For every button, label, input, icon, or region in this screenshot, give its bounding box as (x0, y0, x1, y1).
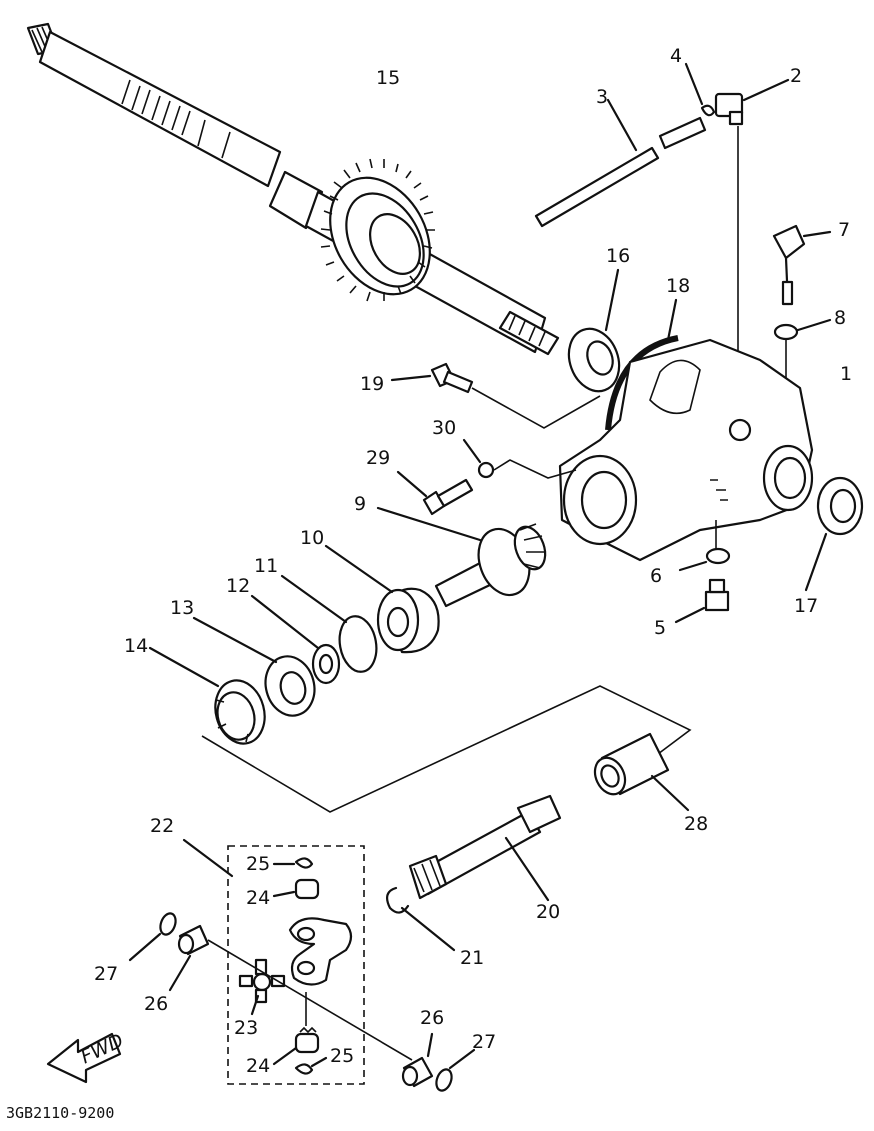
callout-23: 23 (234, 1017, 258, 1039)
part-28-coupling (593, 732, 690, 812)
part-20-drive-shaft (408, 794, 562, 902)
part-29-bolt (396, 470, 474, 516)
callout-12: 12 (226, 575, 250, 597)
callout-18: 18 (666, 275, 690, 297)
callout-20: 20 (536, 901, 560, 923)
part-4-clip (684, 62, 716, 117)
callout-labels: 15 3 4 2 7 16 18 8 1 19 30 29 9 10 11 12… (94, 45, 852, 1077)
callout-22: 22 (150, 815, 174, 837)
callout-21: 21 (460, 947, 484, 969)
callout-19: 19 (360, 373, 384, 395)
callout-leaders (250, 862, 328, 1068)
part-15-drive-shaft (26, 22, 560, 356)
part-17-oil-seal (804, 476, 864, 592)
callout-10: 10 (300, 527, 324, 549)
part-12-bearing (250, 594, 341, 685)
part-22-universal-joint-kit (182, 838, 365, 1085)
part-27-circlip-right (435, 1048, 476, 1092)
callout-24a: 24 (246, 887, 270, 909)
part-13-bearing (192, 616, 316, 717)
callout-29: 29 (366, 447, 390, 469)
part-9-pinion-gear (376, 506, 547, 608)
part-1-gear-housing (558, 338, 814, 562)
part-27-circlip-left (128, 912, 177, 962)
callout-15: 15 (376, 67, 400, 89)
callout-5: 5 (654, 617, 666, 639)
part-11-o-ring (280, 574, 378, 673)
callout-27b: 27 (472, 1031, 496, 1053)
callout-1: 1 (840, 363, 852, 385)
part-26-bearing-cup-left (168, 924, 413, 1061)
callout-30: 30 (432, 417, 456, 439)
part-21-circlip (385, 886, 456, 952)
callout-13: 13 (170, 597, 194, 619)
callout-2: 2 (790, 65, 802, 87)
callout-8: 8 (834, 307, 846, 329)
assembly-guide-line (201, 685, 692, 813)
callout-24b: 24 (246, 1055, 270, 1077)
callout-26b: 26 (420, 1007, 444, 1029)
part-10-bearing (324, 544, 440, 654)
callout-9: 9 (354, 493, 366, 515)
part-7-sensor (772, 224, 832, 306)
callout-6: 6 (650, 565, 662, 587)
part-30-lock-washer (462, 438, 577, 479)
forward-direction-arrow: FWD (46, 1030, 127, 1084)
callout-25a: 25 (246, 853, 270, 875)
part-26-bearing-cup-right (401, 1032, 434, 1088)
callout-3: 3 (596, 86, 608, 108)
part-2-breather-elbow (714, 78, 790, 420)
callout-11: 11 (254, 555, 278, 577)
callout-27a: 27 (94, 963, 118, 985)
part-14-retainer-nut (148, 646, 266, 745)
part-19-bolt (390, 362, 601, 429)
part-6-washer (678, 520, 731, 572)
callout-17: 17 (794, 595, 818, 617)
callout-26a: 26 (144, 993, 168, 1015)
part-5-drain-plug (674, 578, 730, 624)
callout-7: 7 (838, 219, 850, 241)
callout-25b: 25 (330, 1045, 354, 1067)
callout-4: 4 (670, 45, 682, 67)
callout-14: 14 (124, 635, 148, 657)
part-3-breather-hose (534, 98, 707, 228)
diagram-part-code: 3GB2110-9200 (6, 1104, 114, 1122)
callout-16: 16 (606, 245, 630, 267)
part-8-o-ring (773, 318, 832, 410)
callout-28: 28 (684, 813, 708, 835)
part-16-oil-seal (567, 268, 621, 393)
